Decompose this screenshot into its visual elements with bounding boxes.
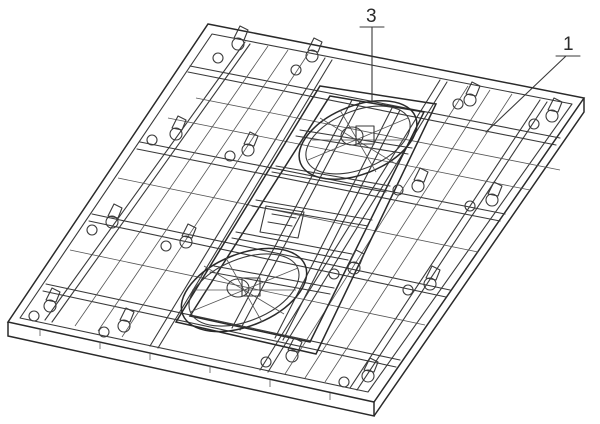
central-carriage	[174, 85, 438, 355]
base-plate	[6, 23, 586, 417]
lower-rotary-drum	[180, 247, 308, 333]
upper-rotary-drum	[298, 100, 418, 180]
callout-label-3: 3	[366, 6, 377, 27]
callout-label-1: 1	[563, 34, 574, 55]
leader-lines	[359, 26, 581, 133]
clamp-brackets	[28, 25, 563, 388]
grid-rails	[42, 41, 561, 391]
